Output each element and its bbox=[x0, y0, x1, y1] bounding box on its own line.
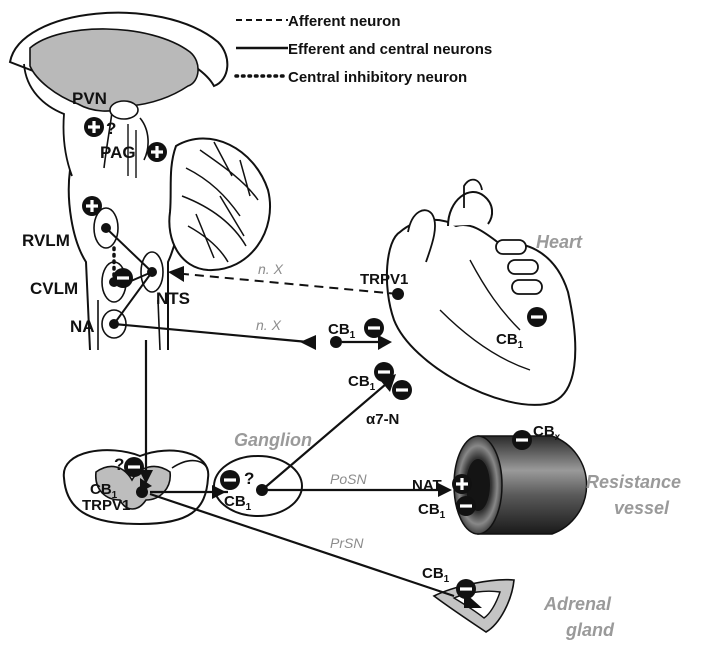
afferent-vagus-line bbox=[183, 273, 399, 295]
legend-inhibitory-label: Central inhibitory neuron bbox=[288, 69, 467, 86]
alpha7-minus-icon bbox=[392, 380, 412, 400]
posn-label: PoSN bbox=[330, 471, 367, 487]
efferent-nx-label: n. X bbox=[256, 317, 282, 333]
vessel-label-line1: Resistance bbox=[586, 472, 681, 492]
rvlm-plus-icon bbox=[82, 196, 102, 216]
vessel-cb1-label: CB1 bbox=[418, 501, 446, 521]
adrenal-minus-icon bbox=[456, 579, 476, 599]
ganglion-to-heart-line bbox=[261, 383, 387, 491]
ganglion-label: Ganglion bbox=[234, 430, 312, 450]
vessel-nat-label: NAT bbox=[412, 477, 442, 494]
afferent-vagus-arrow bbox=[168, 266, 184, 282]
afferent-nx-label: n. X bbox=[258, 261, 284, 277]
heart-trpv1-label: TRPV1 bbox=[360, 271, 408, 288]
adrenal-cb1-label: CB1 bbox=[422, 565, 450, 585]
heart-cb1-label: CB1 bbox=[496, 331, 524, 351]
pvn-question-label: ? bbox=[106, 119, 116, 138]
cvlm-label: CVLM bbox=[30, 279, 78, 298]
adrenal-label-line2: gland bbox=[565, 620, 615, 640]
vagal-cb1-label: CB1 bbox=[328, 321, 356, 341]
vessel-nat-plus-icon bbox=[452, 474, 472, 494]
spinal-trpv1-label: TRPV1 bbox=[82, 497, 130, 514]
pvn-label: PVN bbox=[72, 89, 107, 108]
resistance-vessel bbox=[453, 435, 588, 535]
pag-label: PAG bbox=[100, 143, 136, 162]
adrenal-label-line1: Adrenal bbox=[543, 594, 612, 614]
efferent-vagus-arrow bbox=[300, 335, 316, 350]
spinal-question-label: ? bbox=[114, 455, 124, 474]
legend-efferent-label: Efferent and central neurons bbox=[288, 41, 492, 58]
legend-afferent-label: Afferent neuron bbox=[288, 13, 401, 30]
efferent-vagus-line bbox=[113, 322, 309, 344]
heart-label: Heart bbox=[536, 232, 583, 252]
pag-plus-icon bbox=[147, 142, 167, 162]
vessel-cbx-label: CBx bbox=[533, 423, 561, 443]
vessel-cbx-minus-icon bbox=[512, 430, 532, 450]
pvn-plus-icon bbox=[84, 117, 104, 137]
legend: Afferent neuron Efferent and central neu… bbox=[234, 13, 492, 86]
ganglion-question-label: ? bbox=[244, 469, 254, 488]
cerebellum bbox=[168, 137, 271, 272]
heart-cb1-minus-icon bbox=[527, 307, 547, 327]
ganglion-minus-icon bbox=[220, 470, 240, 490]
nts-label: NTS bbox=[156, 289, 190, 308]
vagal-cb1-minus-icon bbox=[364, 318, 384, 338]
vessel-label-line2: vessel bbox=[614, 498, 670, 518]
alpha7-label: α7-N bbox=[366, 411, 399, 428]
heart-lower-cb1-label: CB1 bbox=[348, 373, 376, 393]
prsn-label: PrSN bbox=[330, 535, 364, 551]
vessel-cb1-minus-icon bbox=[456, 496, 476, 516]
preganglionic-adrenal-line bbox=[149, 492, 455, 598]
spinal-cb1-label: CB1 bbox=[90, 481, 118, 501]
na-label: NA bbox=[70, 317, 95, 336]
ganglion-cb1-label: CB1 bbox=[224, 493, 252, 513]
cvlm-minus-icon bbox=[113, 268, 133, 288]
heart-lower-minus-icon bbox=[374, 362, 394, 382]
rvlm-label: RVLM bbox=[22, 231, 70, 250]
heart-illustration bbox=[385, 178, 577, 406]
brain-illustration bbox=[8, 11, 271, 351]
